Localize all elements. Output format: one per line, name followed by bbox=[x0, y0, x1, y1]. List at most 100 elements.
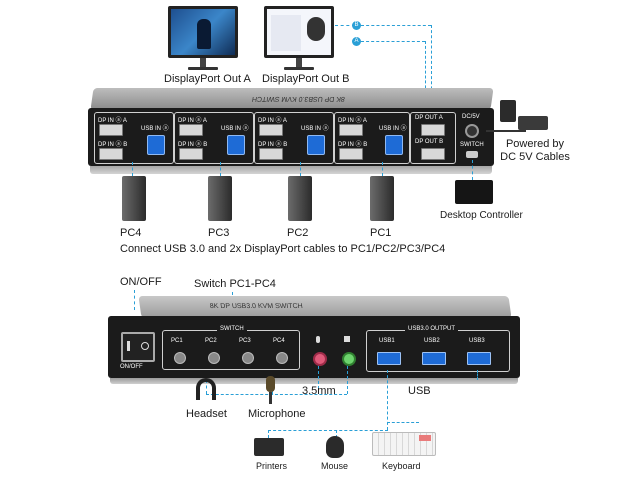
headphone-link bbox=[347, 366, 348, 394]
dp-out-b-label: DP OUT B bbox=[415, 139, 444, 145]
desktop-controller-label: Desktop Controller bbox=[440, 210, 523, 221]
monitor-b-label: DisplayPort Out B bbox=[262, 73, 350, 85]
pc1-button-label: PC1 bbox=[171, 338, 183, 344]
keyboard-link bbox=[387, 422, 419, 423]
desktop-controller-icon bbox=[455, 180, 493, 204]
pc4-tower-icon bbox=[122, 176, 146, 221]
pc1-button[interactable] bbox=[174, 352, 186, 364]
rear-port-group-pc4: DP IN ⓐ A DP IN ⓐ B USB IN ⓐ bbox=[94, 112, 174, 164]
dc-jack bbox=[465, 124, 479, 138]
pc3-label: PC3 bbox=[208, 227, 230, 239]
usb-in-label: USB IN ⓐ bbox=[301, 126, 329, 132]
monitor-a-stand bbox=[200, 58, 206, 68]
dp-in-b-port bbox=[259, 148, 283, 160]
power-label: Powered by DC 5V Cables bbox=[500, 138, 570, 163]
usb-label: USB bbox=[408, 385, 431, 397]
switch-port-label: SWITCH bbox=[460, 142, 484, 148]
pc4-button[interactable] bbox=[276, 352, 288, 364]
usb-in-port bbox=[227, 135, 245, 155]
usb2-label: USB2 bbox=[424, 338, 440, 344]
power-off-icon bbox=[141, 342, 149, 350]
switch-caption: Switch PC1-PC4 bbox=[194, 278, 276, 290]
pc2-button-label: PC2 bbox=[205, 338, 217, 344]
dp-out-b-port bbox=[421, 148, 445, 160]
printer-icon bbox=[254, 438, 284, 456]
power-cable bbox=[486, 130, 526, 132]
usb-in-label: USB IN ⓐ bbox=[221, 126, 249, 132]
front-kvm-top: 8K DP USB3.0 KVM SWITCH bbox=[138, 296, 512, 318]
switch-group-label: SWITCH bbox=[217, 326, 247, 332]
headphone-jack[interactable] bbox=[342, 352, 356, 366]
usb-in-label: USB IN ⓐ bbox=[141, 126, 169, 132]
usb1-port[interactable] bbox=[377, 352, 401, 365]
dp-in-b-port bbox=[339, 148, 363, 160]
link-a-v bbox=[425, 41, 426, 113]
pc1-tower-icon bbox=[370, 176, 394, 221]
rear-kvm-bottom bbox=[90, 166, 492, 174]
dp-in-a-label: DP IN ⓐ A bbox=[258, 118, 287, 124]
switch-button-group: SWITCH PC1 PC2 PC3 PC4 bbox=[162, 326, 300, 370]
speaker-icon bbox=[344, 336, 350, 342]
microphone-stand bbox=[269, 392, 272, 404]
usb-in-port bbox=[147, 135, 165, 155]
marker-a: A bbox=[352, 37, 361, 46]
onoff-caption: ON/OFF bbox=[120, 276, 162, 288]
usb-in-label: USB IN ⓐ bbox=[379, 126, 407, 132]
power-icon bbox=[127, 341, 130, 351]
mouse-icon bbox=[326, 436, 344, 458]
pc1-label: PC1 bbox=[370, 227, 392, 239]
link-a-h bbox=[361, 41, 425, 42]
rear-kvm-text: 8K DP USB3.0 KVM SWITCH bbox=[251, 95, 346, 102]
monitor-b bbox=[264, 6, 334, 58]
pc2-button[interactable] bbox=[208, 352, 220, 364]
headset-icon bbox=[196, 378, 216, 400]
rear-port-group-pc2: DP IN ⓐ A DP IN ⓐ B USB IN ⓐ bbox=[254, 112, 334, 164]
monitor-a-label: DisplayPort Out A bbox=[164, 73, 251, 85]
dp-in-a-label: DP IN ⓐ A bbox=[98, 118, 127, 124]
audio-link-h bbox=[206, 394, 347, 395]
link-b-v bbox=[431, 25, 432, 115]
pc2-link bbox=[300, 162, 301, 176]
monitor-b-ui bbox=[271, 15, 301, 51]
dp-in-a-port bbox=[259, 124, 283, 136]
pc3-button[interactable] bbox=[242, 352, 254, 364]
usb-bus bbox=[268, 430, 388, 431]
monitor-b-base bbox=[284, 67, 314, 70]
power-plug bbox=[518, 116, 548, 130]
power-rocker-switch[interactable] bbox=[121, 332, 155, 362]
mouse-label: Mouse bbox=[321, 461, 349, 471]
monitor-b-stand bbox=[296, 58, 302, 68]
pc3-tower-icon bbox=[208, 176, 232, 221]
mic-jack[interactable] bbox=[313, 352, 327, 366]
dp-in-b-label: DP IN ⓐ B bbox=[98, 142, 128, 148]
front-kvm-bottom bbox=[110, 378, 518, 384]
monitor-a bbox=[168, 6, 238, 58]
mic-icon bbox=[316, 336, 320, 343]
switch-port bbox=[466, 151, 478, 158]
usb2-port[interactable] bbox=[422, 352, 446, 365]
keyboard-label: Keyboard bbox=[382, 461, 421, 471]
mouse-link bbox=[336, 430, 337, 438]
dp-in-b-port bbox=[179, 148, 203, 160]
power-adapter-icon bbox=[500, 100, 516, 122]
printer-link bbox=[268, 430, 269, 438]
pc3-link bbox=[220, 162, 221, 176]
microphone-label: Microphone bbox=[248, 408, 306, 420]
dp-in-a-port bbox=[99, 124, 123, 136]
usb1-label: USB1 bbox=[379, 338, 395, 344]
link-b-h2 bbox=[361, 25, 431, 26]
dp-in-a-label: DP IN ⓐ A bbox=[178, 118, 207, 124]
usb3-port[interactable] bbox=[467, 352, 491, 365]
usb-in-port bbox=[307, 135, 325, 155]
pc2-label: PC2 bbox=[287, 227, 309, 239]
pc1-link bbox=[382, 162, 383, 176]
usb3-label: USB3 bbox=[469, 338, 485, 344]
monitor-b-mouse-image bbox=[307, 17, 325, 41]
dp-in-a-label: DP IN ⓐ A bbox=[338, 118, 367, 124]
printers-label: Printers bbox=[256, 461, 288, 471]
marker-b: B bbox=[352, 21, 361, 30]
connect-caption: Connect USB 3.0 and 2x DisplayPort cable… bbox=[120, 243, 446, 255]
pc3-button-label: PC3 bbox=[239, 338, 251, 344]
microphone-icon bbox=[266, 376, 275, 392]
monitor-a-screen-figure bbox=[197, 19, 211, 49]
